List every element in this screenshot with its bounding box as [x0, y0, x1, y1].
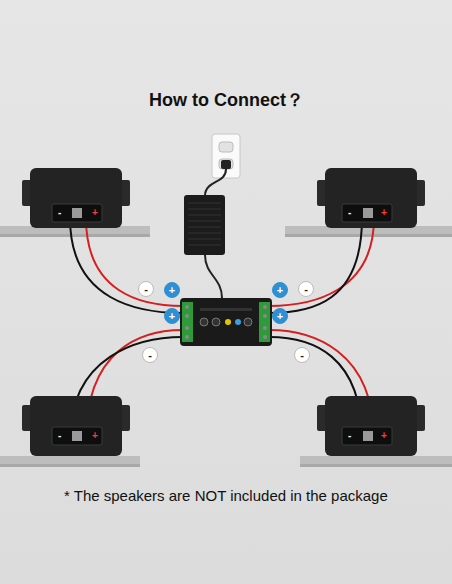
polarity-badge: -	[138, 281, 154, 297]
terminal-sign: +	[92, 208, 98, 218]
terminal-sign: -	[58, 431, 61, 441]
polarity-sign: -	[304, 284, 308, 295]
terminal-sign: -	[348, 431, 351, 441]
power-cable	[205, 169, 226, 196]
polarity-sign: +	[169, 285, 175, 296]
plug	[221, 160, 231, 169]
terminal-sign: -	[58, 208, 61, 218]
shelf	[0, 456, 140, 466]
polarity-sign: -	[148, 350, 152, 361]
polarity-sign: +	[277, 285, 283, 296]
polarity-badge: -	[298, 281, 314, 297]
terminal-sign: +	[381, 431, 387, 441]
shelf-edge	[0, 234, 150, 237]
shelf-edge	[300, 464, 452, 467]
terminal-sign: -	[348, 208, 351, 218]
polarity-badge: +	[272, 308, 288, 324]
shelf-edge	[0, 464, 140, 467]
shelf	[300, 456, 452, 466]
terminal-sign: +	[381, 208, 387, 218]
polarity-sign: -	[300, 350, 304, 361]
dc-cable	[205, 255, 222, 298]
terminal-sign: +	[92, 431, 98, 441]
speaker	[317, 168, 425, 228]
socket	[219, 159, 233, 169]
polarity-badge: +	[164, 308, 180, 324]
title: How to Connect？	[149, 88, 304, 112]
polarity-badge: -	[294, 347, 310, 363]
polarity-badge: +	[164, 282, 180, 298]
polarity-badge: -	[142, 347, 158, 363]
speaker	[317, 396, 425, 456]
shelf-edge	[285, 234, 452, 237]
polarity-sign: +	[169, 311, 175, 322]
polarity-badge: +	[272, 282, 288, 298]
polarity-sign: +	[277, 311, 283, 322]
caption: * The speakers are NOT included in the p…	[64, 487, 388, 504]
polarity-sign: -	[144, 284, 148, 295]
speaker	[22, 396, 130, 456]
amplifier	[180, 298, 272, 346]
speaker	[22, 168, 130, 228]
socket	[219, 142, 233, 152]
power-adapter	[184, 195, 225, 255]
